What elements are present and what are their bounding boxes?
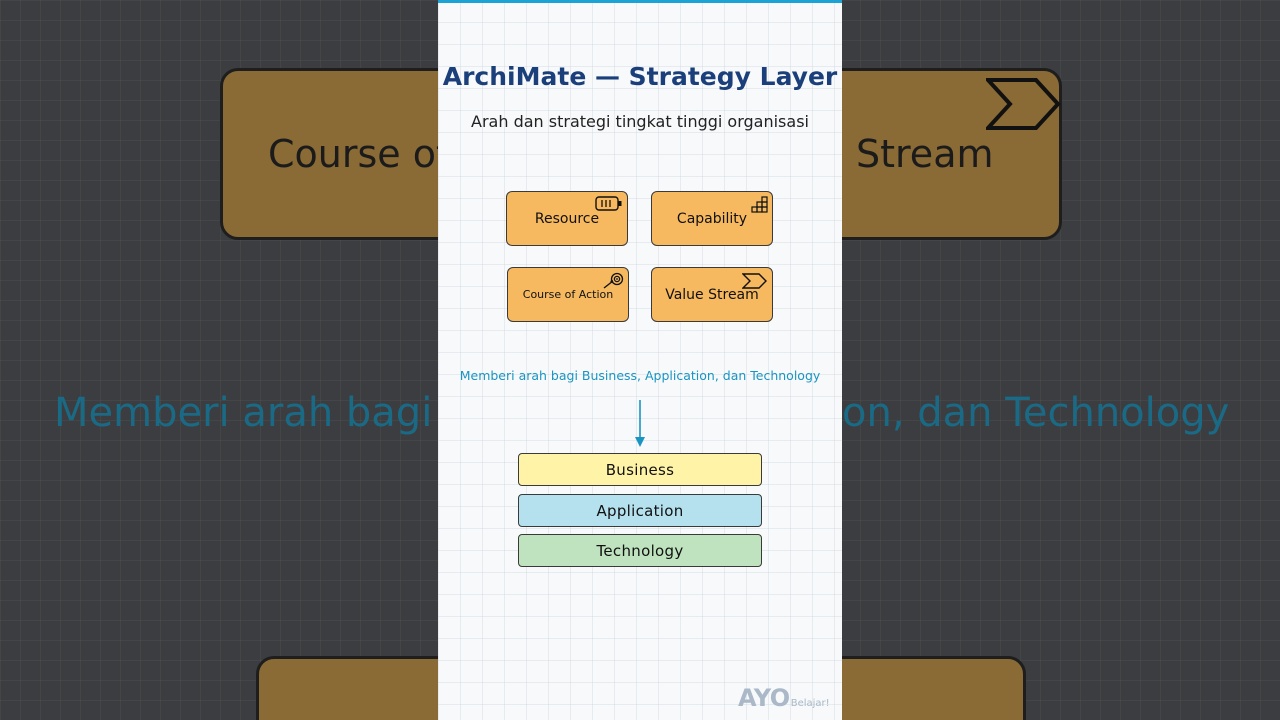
accent-bar: [438, 0, 842, 3]
page-title: ArchiMate — Strategy Layer: [442, 62, 838, 91]
layer-business: Business: [518, 453, 762, 486]
value-stream-icon: [742, 273, 767, 289]
layer-label: Technology: [596, 541, 684, 560]
background-text-left: Course of: [268, 132, 450, 176]
logo-main-text: AYO: [738, 684, 790, 712]
layer-label: Application: [596, 501, 684, 520]
page-subtitle: Arah dan strategi tingkat tinggi organis…: [471, 112, 809, 131]
background-line-left: Memberi arah bagi: [54, 390, 433, 436]
resource-icon: [595, 196, 622, 211]
background-text-right: Stream: [856, 132, 994, 176]
element-course-of-action: Course of Action: [507, 267, 629, 322]
background-line-right: on, dan Technology: [842, 390, 1230, 436]
element-label: Value Stream: [665, 286, 759, 303]
element-label: Capability: [676, 210, 748, 227]
element-label: Course of Action: [522, 288, 614, 301]
layer-technology: Technology: [518, 534, 762, 567]
layer-label: Business: [605, 460, 675, 479]
content-panel: ArchiMate — Strategy Layer Arah dan stra…: [438, 0, 842, 720]
element-value-stream: Value Stream: [651, 267, 773, 322]
course-of-action-icon: [603, 272, 624, 289]
logo-sub-text: Belajar!: [790, 698, 830, 709]
layer-application: Application: [518, 494, 762, 527]
arrow-down-icon: [635, 400, 645, 447]
capability-icon: [751, 196, 768, 213]
element-capability: Capability: [651, 191, 773, 246]
brand-logo: AYO Belajar!: [738, 684, 830, 712]
element-label: Resource: [534, 210, 600, 227]
direction-caption: Memberi arah bagi Business, Application,…: [459, 368, 821, 383]
element-resource: Resource: [506, 191, 628, 246]
value-stream-icon: [986, 78, 1061, 130]
